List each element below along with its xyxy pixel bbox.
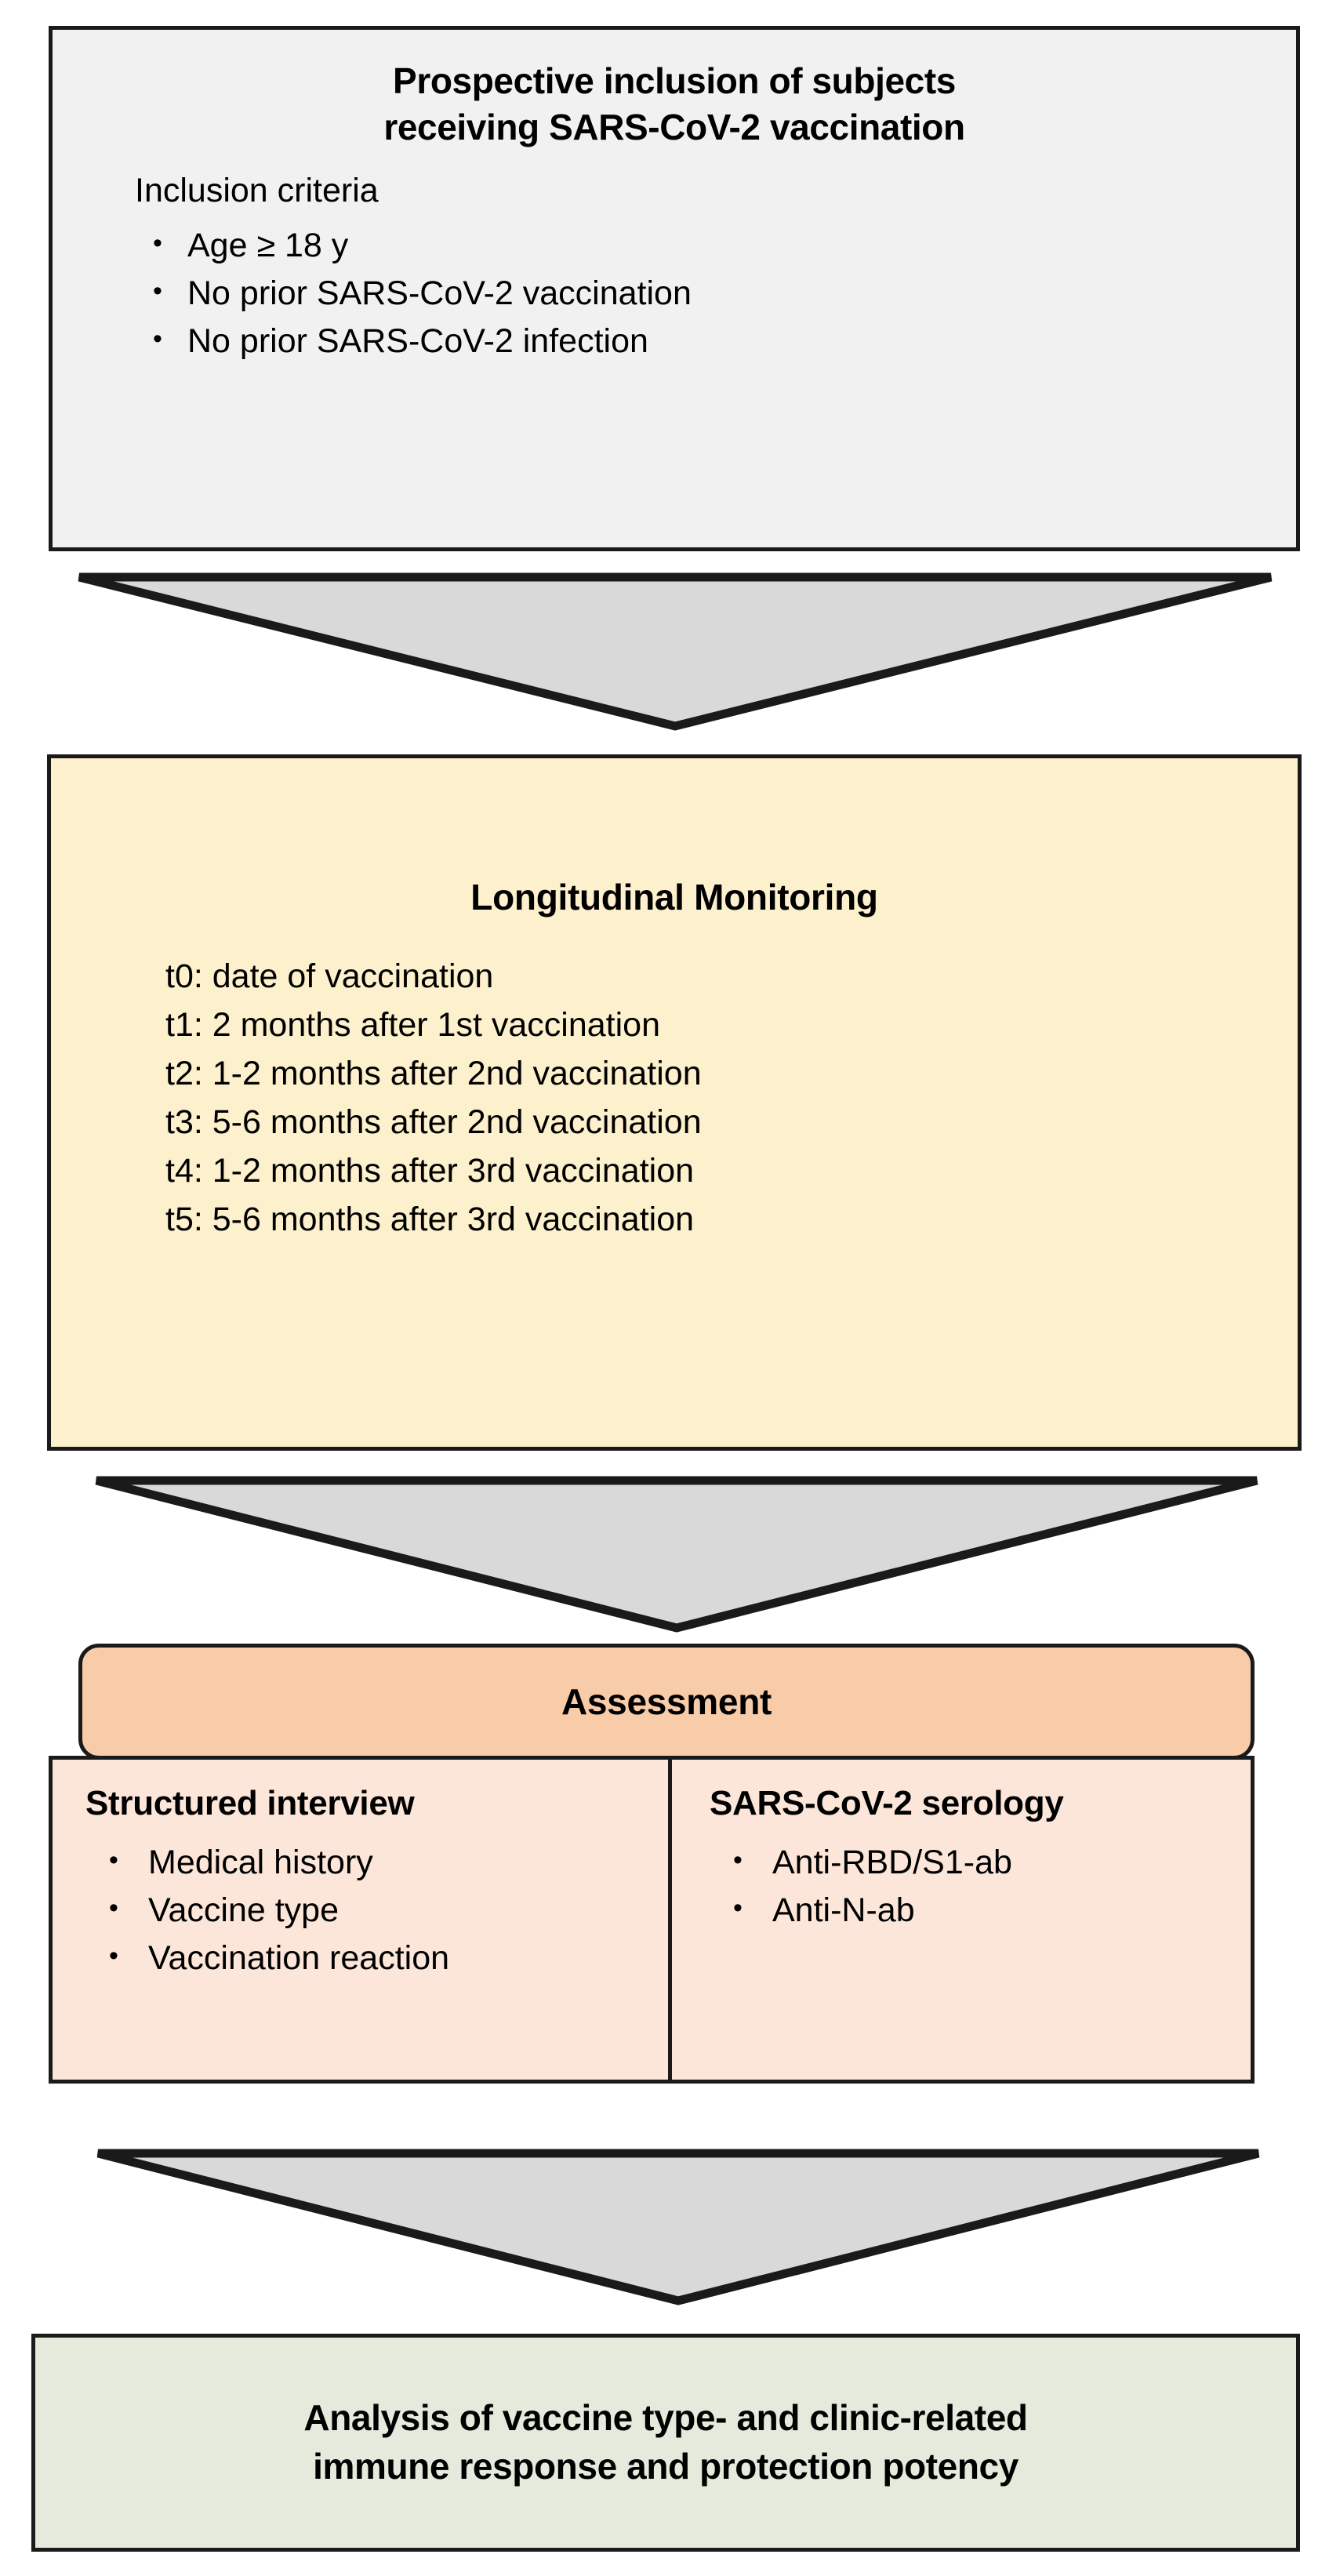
monitoring-title: Longitudinal Monitoring (470, 877, 878, 917)
serology-list: Anti-RBD/S1-ab Anti-N-ab (672, 1825, 1251, 1935)
list-item: No prior SARS-CoV-2 vaccination (53, 268, 1296, 318)
structured-interview-list: Medical history Vaccine type Vaccination… (53, 1825, 668, 1982)
inclusion-criteria-list: Age ≥ 18 y No prior SARS-CoV-2 vaccinati… (53, 211, 1296, 365)
analysis-text-line1: Analysis of vaccine type- and clinic-rel… (303, 2397, 1028, 2439)
list-item: Anti-RBD/S1-ab (672, 1837, 1251, 1887)
list-item: Medical history (53, 1837, 668, 1887)
assessment-body-box: Structured interview Medical history Vac… (49, 1756, 1255, 2084)
list-item: t3: 5-6 months after 2nd vaccination (165, 1103, 702, 1141)
assessment-column-interview: Structured interview Medical history Vac… (53, 1760, 672, 2080)
assessment-header-box: Assessment (78, 1644, 1255, 1760)
list-item: t4: 1-2 months after 3rd vaccination (165, 1151, 695, 1190)
list-item: t2: 1-2 months after 2nd vaccination (165, 1054, 702, 1092)
structured-interview-heading: Structured interview (85, 1784, 415, 1822)
step-inclusion-box: Prospective inclusion of subjects receivi… (49, 26, 1300, 551)
list-item: Anti-N-ab (672, 1885, 1251, 1935)
list-item: t1: 2 months after 1st vaccination (165, 1005, 660, 1044)
list-item: t5: 5-6 months after 3rd vaccination (165, 1200, 695, 1238)
arrow-assessment-to-analysis (94, 2149, 1262, 2305)
list-item: t0: date of vaccination (165, 957, 494, 995)
assessment-title: Assessment (561, 1681, 772, 1722)
list-item: Age ≥ 18 y (53, 220, 1296, 270)
list-item: Vaccination reaction (53, 1933, 668, 1982)
inclusion-title-line2: receiving SARS-CoV-2 vaccination (383, 106, 965, 147)
list-item: Vaccine type (53, 1885, 668, 1935)
analysis-text: Analysis of vaccine type- and clinic-rel… (256, 2394, 1074, 2491)
inclusion-criteria-label: Inclusion criteria (135, 171, 379, 209)
serology-heading: SARS-CoV-2 serology (710, 1784, 1064, 1822)
assessment-column-serology: SARS-CoV-2 serology Anti-RBD/S1-ab Anti-… (672, 1760, 1251, 2080)
step-analysis-box: Analysis of vaccine type- and clinic-rel… (31, 2334, 1300, 2552)
analysis-text-line2: immune response and protection potency (313, 2446, 1019, 2487)
arrow-inclusion-to-monitoring (75, 572, 1275, 731)
arrow-monitoring-to-assessment (93, 1476, 1261, 1633)
inclusion-title-line1: Prospective inclusion of subjects (393, 60, 956, 101)
monitoring-timepoints-list: t0: date of vaccination t1: 2 months aft… (51, 918, 1298, 1244)
list-item: No prior SARS-CoV-2 infection (53, 316, 1296, 365)
inclusion-title: Prospective inclusion of subjects receivi… (53, 30, 1296, 151)
step-monitoring-box: Longitudinal Monitoring t0: date of vacc… (47, 754, 1302, 1451)
